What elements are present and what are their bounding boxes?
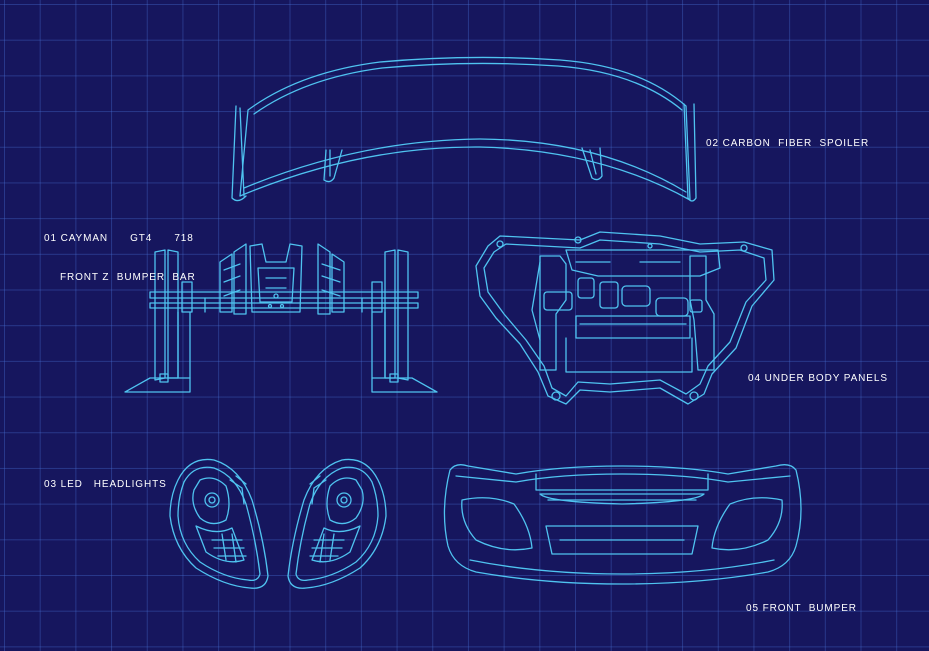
spoiler-drawing (231, 56, 697, 202)
bumper-bar-label-line2: FRONT Z BUMPER BAR (60, 272, 196, 283)
bumper-bar-drawing (124, 243, 438, 393)
headlight-left-drawing (169, 458, 269, 589)
bumper-bar-label-line1: 01 CAYMAN GT4 718 (44, 233, 194, 244)
front-bumper-label: 05 FRONT BUMPER (746, 603, 857, 614)
spoiler-label: 02 CARBON FIBER SPOILER (706, 138, 870, 149)
headlights-label: 03 LED HEADLIGHTS (44, 479, 167, 490)
under-body-drawing (475, 231, 775, 405)
under-body-label: 04 UNDER BODY PANELS (748, 373, 888, 384)
headlight-right-drawing (287, 458, 387, 589)
bumper-bar-label: 01 CAYMAN GT4 718 FRONT Z BUMPER BAR (44, 206, 196, 310)
front-bumper-drawing (443, 464, 802, 585)
